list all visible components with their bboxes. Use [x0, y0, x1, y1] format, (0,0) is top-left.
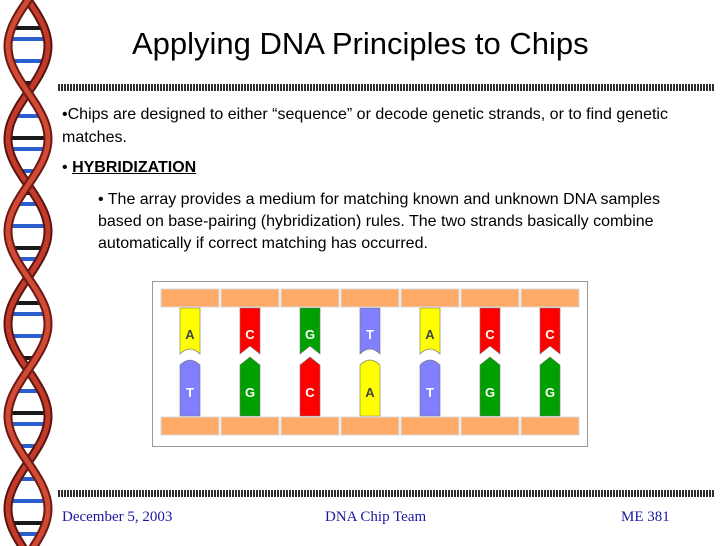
backbone-bottom-segment — [400, 416, 460, 436]
footer-course: ME 381 — [621, 509, 670, 525]
backbone-top-segment — [460, 288, 520, 308]
base-label-top: A — [425, 327, 435, 342]
base-bottom-G — [479, 356, 501, 417]
subbullet-array-medium: • The array provides a medium for matchi… — [98, 189, 698, 255]
base-label-bottom: G — [545, 385, 555, 400]
base-label-bottom: T — [186, 385, 194, 400]
bullet-hybridization: • HYBRIDIZATION — [62, 157, 196, 179]
base-pairing-diagram: A T C G G C T A A T C G C G — [152, 281, 588, 447]
base-label-bottom: G — [485, 385, 495, 400]
backbone-bottom-segment — [220, 416, 280, 436]
base-bottom-G — [239, 356, 261, 417]
subbullet-text: The array provides a medium for matching… — [98, 191, 661, 252]
dna-helix-decoration-icon — [3, 0, 53, 546]
slide-title: Applying DNA Principles to Chips — [132, 26, 589, 61]
backbone-top-segment — [160, 288, 220, 308]
backbone-bottom-segment — [280, 416, 340, 436]
title-divider — [58, 84, 714, 91]
base-bottom-C — [299, 356, 321, 417]
base-top-T — [359, 307, 381, 355]
base-label-bottom: T — [426, 385, 434, 400]
base-bottom-G — [539, 356, 561, 417]
footer-divider — [58, 490, 714, 497]
base-label-top: T — [366, 327, 374, 342]
hybridization-heading: HYBRIDIZATION — [72, 159, 197, 176]
base-top-C — [539, 307, 561, 355]
base-top-C — [239, 307, 261, 355]
base-top-A — [419, 307, 441, 355]
backbone-top-segment — [280, 288, 340, 308]
base-label-top: C — [485, 327, 495, 342]
base-label-bottom: G — [245, 385, 255, 400]
footer-team: DNA Chip Team — [325, 509, 427, 525]
base-label-top: A — [185, 327, 195, 342]
bullet-text: Chips are designed to either “sequence” … — [62, 106, 668, 146]
base-top-C — [479, 307, 501, 355]
backbone-bottom-segment — [160, 416, 220, 436]
subbullet-marker: • — [98, 191, 104, 208]
base-label-bottom: A — [365, 385, 375, 400]
bullet-marker: • — [62, 159, 68, 176]
backbone-top-segment — [400, 288, 460, 308]
backbone-bottom-segment — [520, 416, 580, 436]
backbone-top-segment — [520, 288, 580, 308]
backbone-top-segment — [220, 288, 280, 308]
base-bottom-T — [179, 359, 201, 417]
bullet-marker: • — [62, 106, 68, 123]
base-label-bottom: C — [305, 385, 315, 400]
base-bottom-T — [419, 359, 441, 417]
base-bottom-A — [359, 359, 381, 417]
backbone-bottom-segment — [340, 416, 400, 436]
base-label-top: C — [545, 327, 555, 342]
bullet-chips-purpose: •Chips are designed to either “sequence”… — [62, 103, 702, 149]
footer-date: December 5, 2003 — [62, 509, 173, 525]
base-label-top: C — [245, 327, 255, 342]
backbone-bottom-segment — [460, 416, 520, 436]
backbone-top-segment — [340, 288, 400, 308]
base-top-A — [179, 307, 201, 355]
base-label-top: G — [305, 327, 315, 342]
base-top-G — [299, 307, 321, 355]
